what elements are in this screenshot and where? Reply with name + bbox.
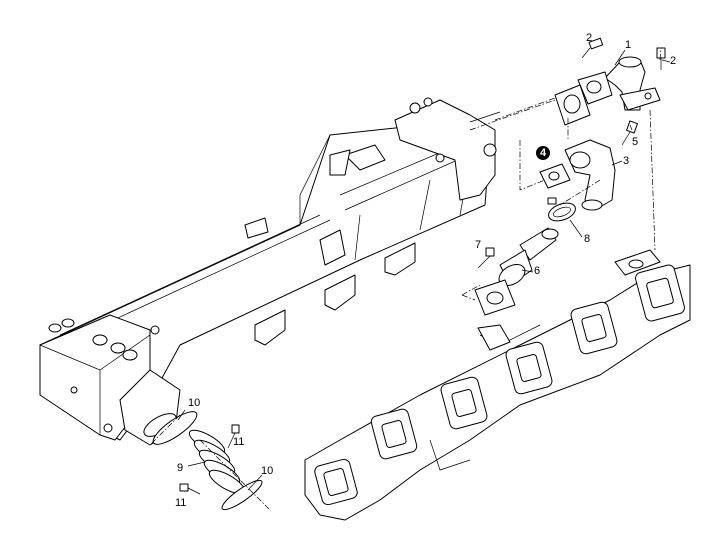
callout-4: 4 — [536, 146, 550, 160]
part-11-bolt-upper — [227, 424, 240, 449]
part-6-flex-pipe — [474, 227, 559, 316]
exhaust-manifold — [304, 249, 691, 521]
callout-11-upper: 11 — [233, 436, 245, 448]
assembly-centerlines — [149, 47, 662, 511]
part-10-gasket-upper — [152, 411, 198, 445]
callout-3: 3 — [623, 155, 630, 167]
callout-10-upper: 10 — [188, 397, 201, 409]
part-10-gasket-lower — [221, 479, 263, 511]
callout-2-right: 2 — [670, 55, 677, 67]
part-8-clamp — [547, 197, 576, 222]
egr-cooler-body — [39, 97, 501, 446]
flange-gasket-upper — [554, 84, 591, 126]
part-4-gasket — [539, 163, 571, 189]
callout-5: 5 — [632, 136, 639, 148]
callout-1: 1 — [625, 39, 632, 51]
leader-lines — [177, 49, 671, 491]
part-2-bolt-left — [581, 37, 604, 59]
part-1-elbow-pipe — [577, 56, 661, 111]
part-5-bolt — [621, 120, 638, 146]
part-7-bolt — [477, 247, 495, 269]
callout-8: 8 — [584, 233, 591, 245]
callout-9: 9 — [177, 462, 184, 474]
callout-10-lower: 10 — [261, 465, 274, 477]
callout-11-lower: 11 — [175, 497, 187, 509]
part-9-bellows — [188, 429, 246, 495]
callout-6: 6 — [534, 265, 541, 277]
part-3-elbow-pipe — [564, 139, 616, 211]
part-11-bolt-lower — [179, 483, 201, 495]
callout-2-left: 2 — [586, 32, 593, 44]
callout-7: 7 — [475, 239, 482, 251]
